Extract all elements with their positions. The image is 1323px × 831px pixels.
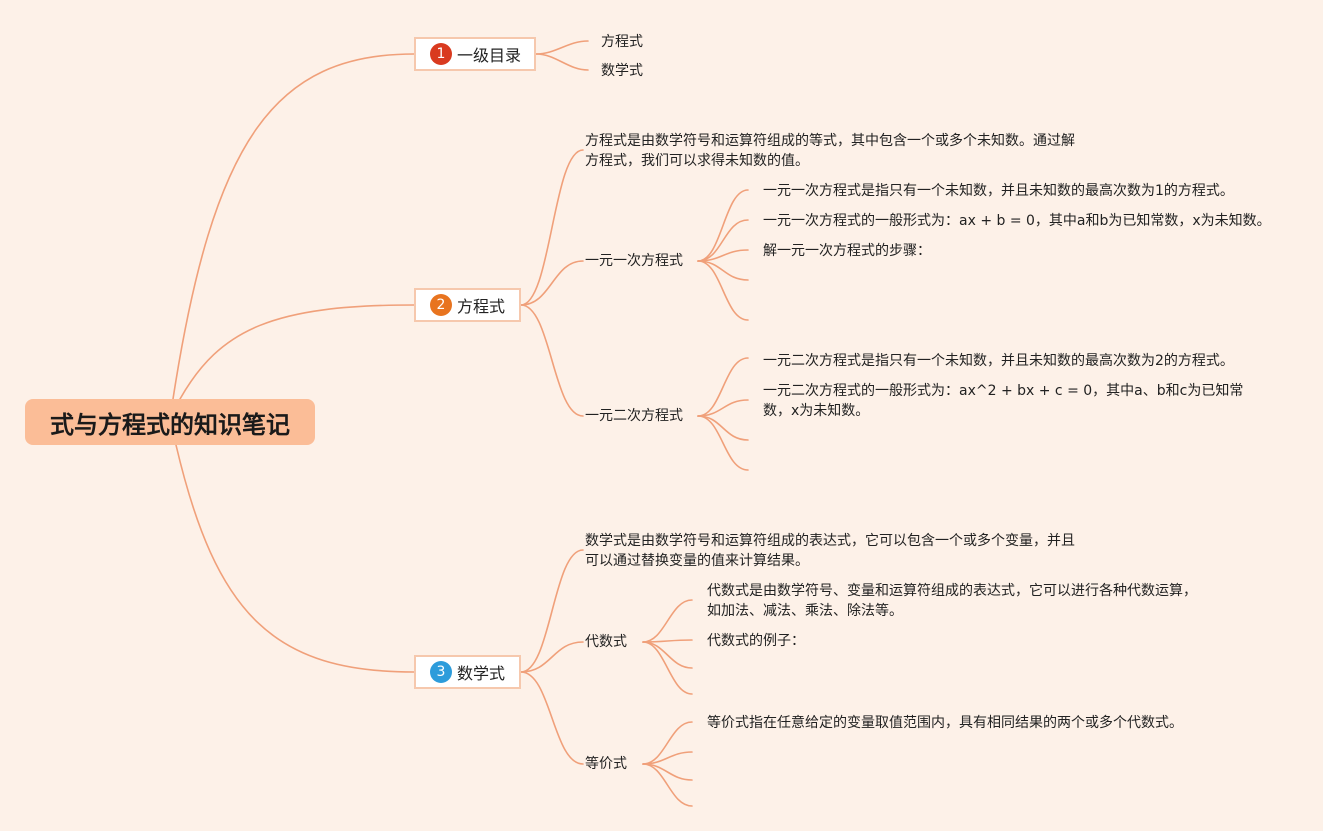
note-item[interactable]: 一元一次方程式是指只有一个未知数，并且未知数的最高次数为1的方程式。 — [763, 183, 1234, 199]
branch-label: 方程式 — [457, 297, 506, 316]
connector-line — [697, 415, 749, 471]
connector-line — [179, 304, 415, 400]
number-badge-icon: 2 — [430, 294, 452, 316]
connector-line — [520, 641, 584, 673]
connector-line — [642, 599, 693, 643]
branch-label: 一级目录 — [457, 46, 522, 65]
root-title: 式与方程式的知识笔记 — [50, 410, 290, 439]
branch-label: 数学式 — [457, 664, 506, 683]
number-badge-icon: 3 — [430, 661, 452, 683]
connector-line — [642, 641, 693, 669]
connector-line — [642, 763, 693, 807]
connector-line — [175, 444, 415, 673]
definition-note[interactable]: 数学式是由数学符号和运算符组成的表达式，它可以包含一个或多个变量，并且可以通过替… — [585, 533, 1075, 569]
connector-line — [697, 399, 749, 417]
connector-line — [520, 260, 584, 306]
subtopic-label[interactable]: 一元二次方程式 — [585, 408, 683, 424]
subtopic-label[interactable]: 一元一次方程式 — [585, 253, 683, 269]
leaf-item[interactable]: 方程式 — [601, 34, 643, 50]
connector-line — [697, 415, 749, 441]
connector-line — [520, 549, 584, 673]
connector-line — [697, 260, 749, 321]
branch-node-math-expression[interactable]: 3 数学式 — [414, 655, 521, 689]
note-item[interactable]: 一元一次方程式的一般形式为：ax + b = 0，其中a和b为已知常数，x为未知… — [763, 213, 1271, 229]
subtopic-label[interactable]: 等价式 — [585, 756, 627, 772]
note-item[interactable]: 一元二次方程式是指只有一个未知数，并且未知数的最高次数为2的方程式。 — [763, 353, 1234, 369]
subtopic-label[interactable]: 代数式 — [585, 634, 627, 650]
connector-line — [520, 304, 584, 417]
connector-line — [520, 671, 584, 765]
note-item[interactable]: 代数式的例子： — [707, 633, 805, 649]
branch-node-outline[interactable]: 1 一级目录 — [414, 37, 536, 71]
note-item[interactable]: 解一元一次方程式的步骤： — [763, 243, 931, 259]
connector-line — [520, 149, 584, 306]
leaf-item[interactable]: 数学式 — [601, 63, 643, 79]
connector-line — [642, 641, 693, 695]
connector-line — [697, 189, 749, 262]
connector-line — [697, 357, 749, 417]
connector-line — [535, 40, 589, 55]
number-badge-icon: 1 — [430, 43, 452, 65]
note-item[interactable]: 等价式指在任意给定的变量取值范围内，具有相同结果的两个或多个代数式。 — [707, 715, 1183, 731]
root-node[interactable]: 式与方程式的知识笔记 — [25, 399, 315, 445]
connector-line — [535, 53, 589, 71]
branch-node-equation[interactable]: 2 方程式 — [414, 288, 521, 322]
connector-line — [172, 53, 415, 400]
definition-note[interactable]: 方程式是由数学符号和运算符组成的等式，其中包含一个或多个未知数。通过解方程式，我… — [585, 133, 1075, 169]
note-item[interactable]: 一元二次方程式的一般形式为：ax^2 + bx + c = 0，其中a、b和c为… — [763, 383, 1244, 419]
note-item[interactable]: 代数式是由数学符号、变量和运算符组成的表达式，它可以进行各种代数运算，如加法、减… — [707, 583, 1197, 619]
